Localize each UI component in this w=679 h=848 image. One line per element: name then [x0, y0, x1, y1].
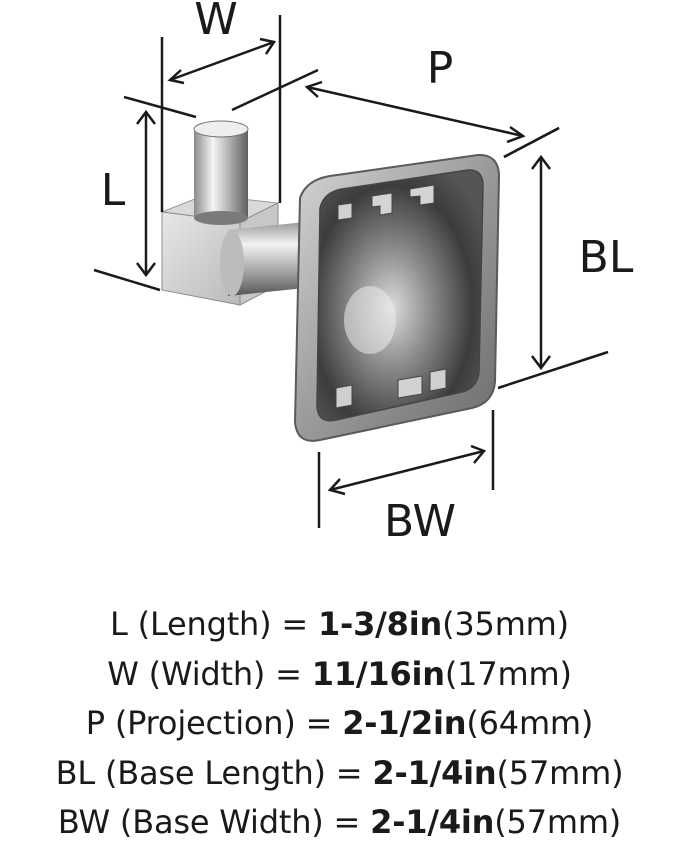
l-extension-bottom — [93, 268, 161, 292]
bl-extension-top — [503, 126, 560, 159]
label-p: P — [427, 43, 454, 94]
dimension-specs: L (Length) = 1-3/8in(35mm) W (Width) = 1… — [0, 600, 679, 848]
l-arrowhead-bottom — [136, 262, 156, 278]
spec-imperial: 2-1/4in — [372, 753, 497, 792]
spec-metric: (17mm) — [444, 654, 572, 693]
label-w: W — [194, 0, 238, 45]
bl-arrowhead-top — [531, 154, 551, 170]
label-bw: BW — [384, 496, 456, 547]
bw-arrowhead-left — [327, 478, 346, 496]
spec-metric: (64mm) — [466, 704, 594, 742]
spec-metric: (57mm) — [494, 803, 622, 841]
p-arrow — [306, 85, 524, 138]
spec-name: (Projection) = — [104, 704, 343, 742]
spec-imperial: 11/16in — [311, 654, 445, 693]
spec-name: (Length) = — [127, 605, 318, 643]
p-arrowhead-left — [304, 80, 323, 98]
spec-base-width: BW (Base Width) = 2-1/4in(57mm) — [0, 798, 679, 848]
bw-arrowhead-right — [470, 444, 487, 464]
spec-imperial: 1-3/8in — [317, 605, 443, 643]
dimension-lines — [93, 15, 609, 528]
spec-name: (Width) = — [138, 654, 312, 693]
w-arrow — [169, 40, 275, 82]
bl-arrowhead-bottom — [531, 355, 551, 371]
spec-name: (Base Width) = — [109, 803, 371, 841]
spec-width: W (Width) = 11/16in(17mm) — [0, 650, 679, 700]
robe-hook-image — [161, 120, 501, 442]
l-extension-top — [123, 95, 197, 119]
spec-code: BL — [55, 753, 96, 792]
bl-extension-bottom — [497, 350, 609, 390]
bw-arrow — [329, 449, 485, 492]
w-arrowhead-left — [167, 69, 185, 85]
product-dimension-diagram: W L P BL BW — [93, 0, 634, 547]
spec-metric: (35mm) — [442, 605, 569, 643]
label-bl: BL — [579, 232, 634, 283]
p-extension-left — [231, 68, 319, 112]
spec-name: (Base Length) = — [95, 753, 373, 792]
spec-base-length: BL (Base Length) = 2-1/4in(57mm) — [0, 749, 679, 799]
spec-code: W — [107, 654, 139, 693]
p-arrowhead-right — [506, 125, 526, 144]
spec-code: L — [110, 605, 128, 643]
spec-length: L (Length) = 1-3/8in(35mm) — [0, 600, 679, 650]
spec-metric: (57mm) — [496, 753, 624, 792]
spec-code: P — [85, 704, 105, 742]
label-l: L — [101, 165, 126, 216]
spec-imperial: 2-1/4in — [370, 803, 495, 841]
l-arrowhead-top — [136, 109, 156, 125]
spec-code: BW — [57, 803, 110, 841]
spec-imperial: 2-1/2in — [342, 704, 467, 742]
w-arrowhead-right — [259, 37, 277, 55]
spec-projection: P (Projection) = 2-1/2in(64mm) — [0, 699, 679, 749]
